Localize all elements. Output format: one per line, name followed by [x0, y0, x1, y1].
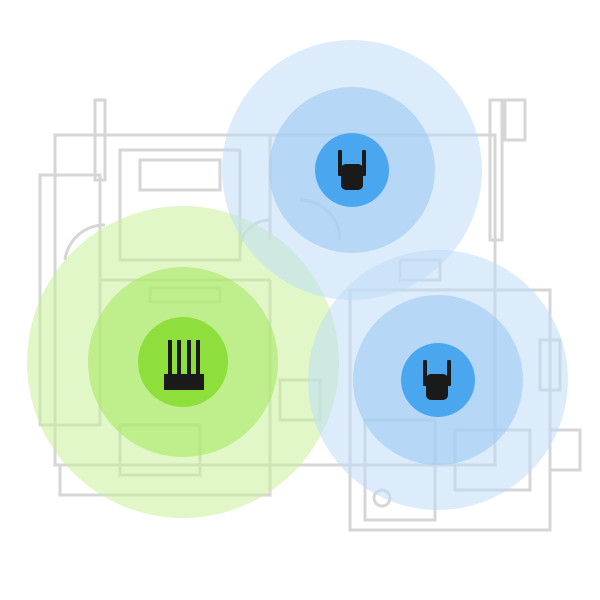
wifi-extender-icon — [338, 150, 366, 190]
router-icon — [164, 340, 204, 390]
wifi-extender-icon — [423, 360, 451, 400]
coverage-ring-inner — [138, 317, 228, 407]
main-router-coverage — [27, 206, 339, 518]
